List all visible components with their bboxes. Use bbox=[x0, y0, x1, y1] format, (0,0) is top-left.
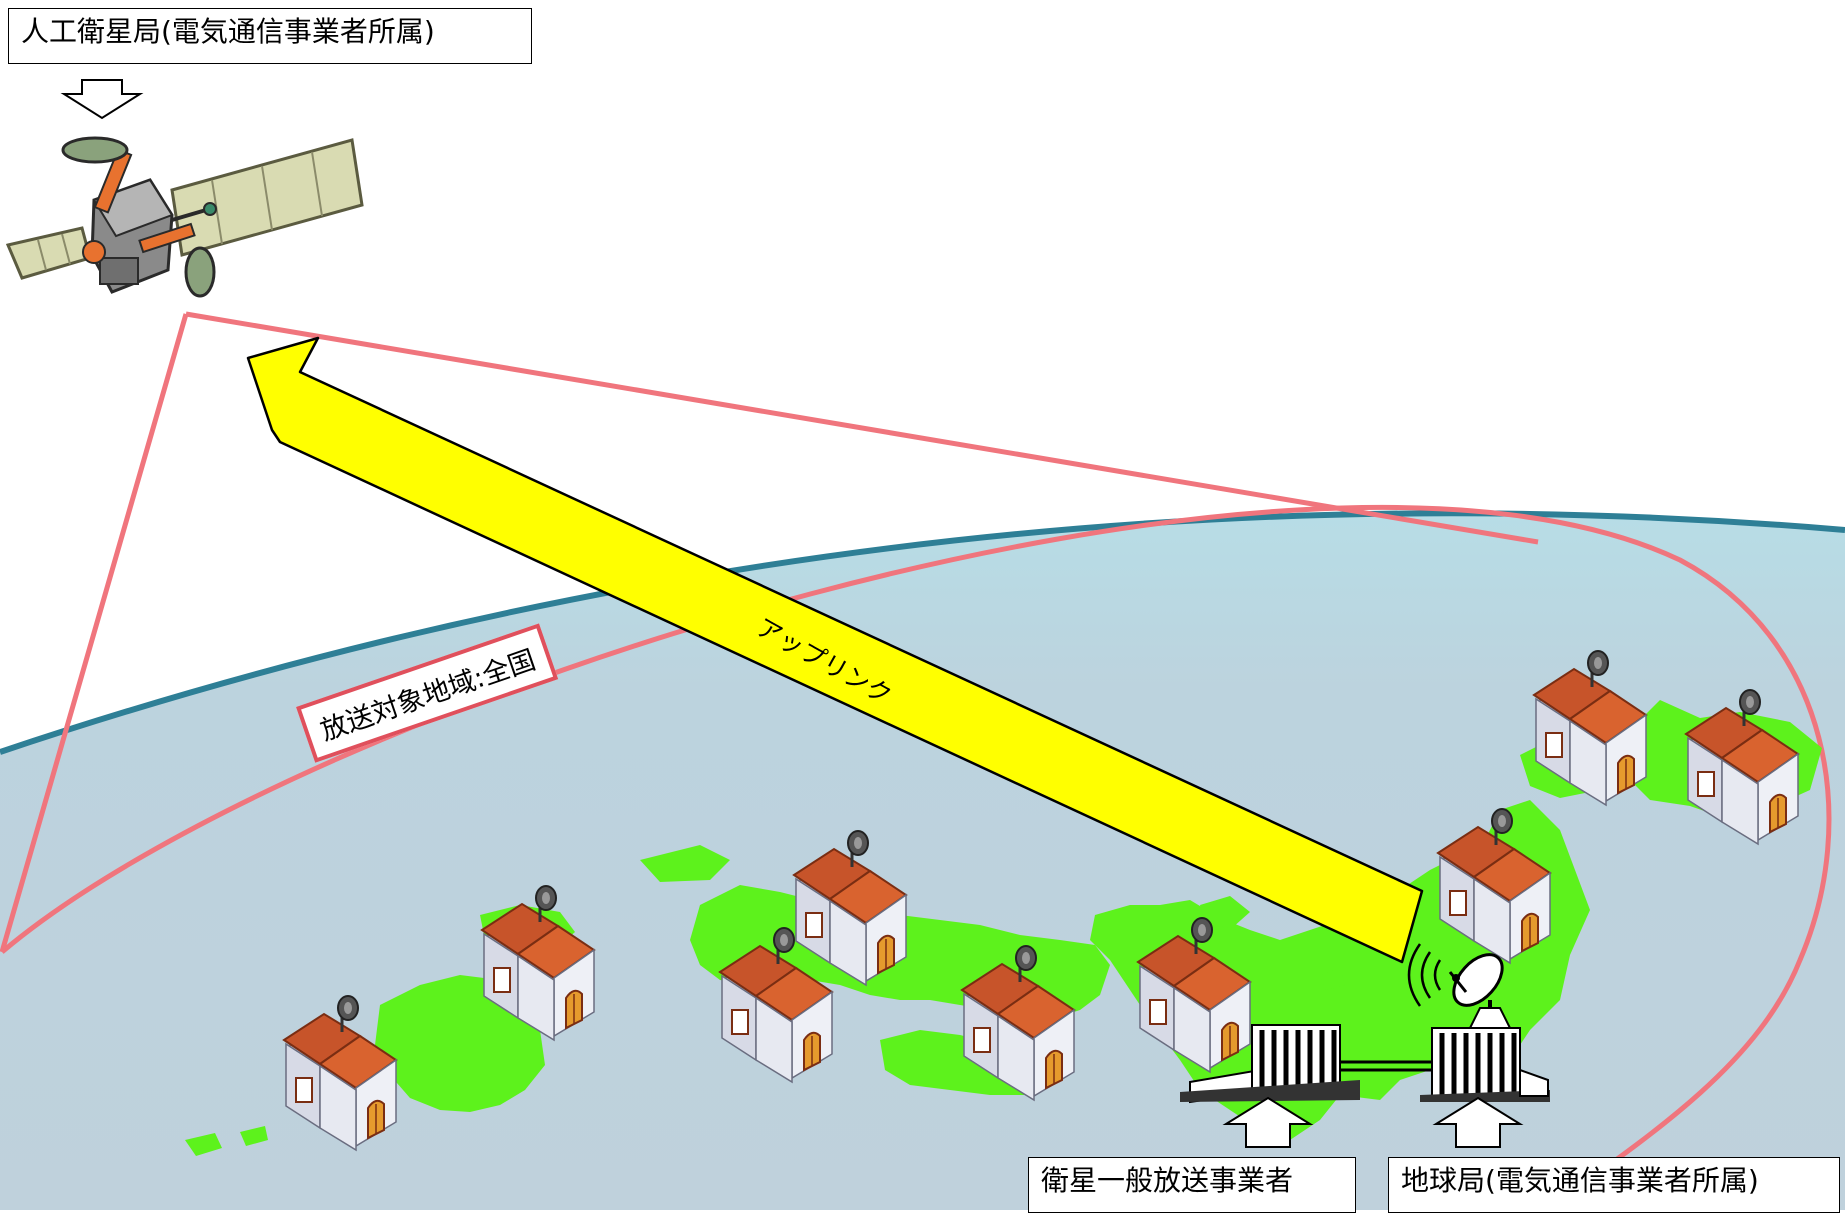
broadcaster-label: 衛星一般放送事業者 bbox=[1028, 1157, 1356, 1213]
beam-line-right bbox=[185, 311, 1539, 545]
uplink-arrow bbox=[246, 336, 1424, 964]
beam-line-left bbox=[0, 313, 189, 953]
satellite-icon bbox=[5, 136, 364, 298]
earth-station-label: 地球局(電気通信事業者所属) bbox=[1388, 1157, 1840, 1213]
up-arrow-icon bbox=[1432, 1096, 1524, 1148]
satellite-station-label: 人工衛星局(電気通信事業者所属) bbox=[8, 8, 532, 64]
earth-rim bbox=[0, 510, 1845, 755]
up-arrow-icon bbox=[1222, 1096, 1314, 1148]
down-arrow-icon bbox=[60, 79, 144, 120]
dish-antenna-icon bbox=[1407, 943, 1550, 1102]
building-icon bbox=[1180, 1024, 1435, 1104]
